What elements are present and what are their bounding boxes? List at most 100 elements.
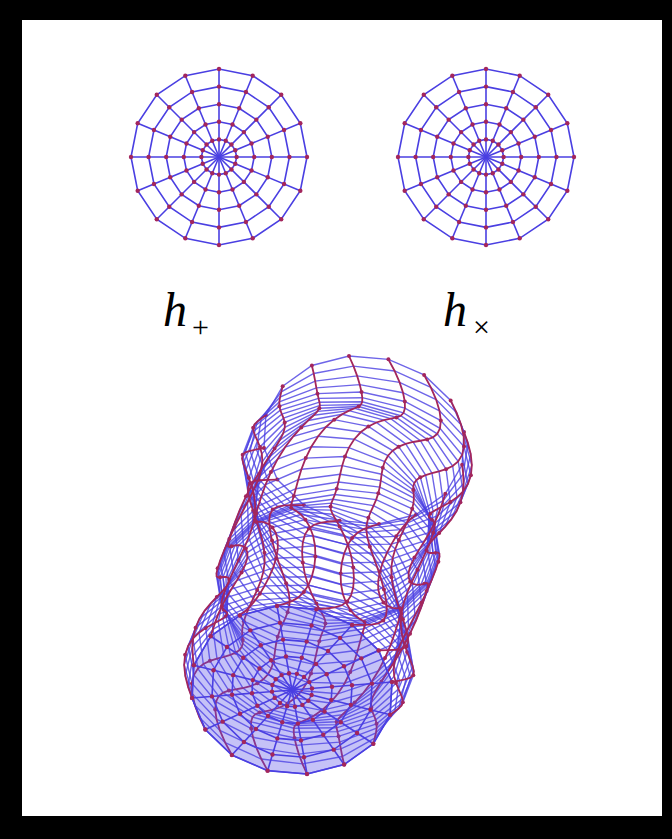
spoke bbox=[219, 95, 281, 157]
mesh-node bbox=[220, 719, 224, 723]
mesh-node bbox=[287, 155, 291, 159]
mesh-node bbox=[167, 205, 171, 209]
mesh-node bbox=[496, 167, 500, 171]
mesh-node bbox=[349, 703, 353, 707]
mesh-node bbox=[402, 188, 406, 192]
mesh-node bbox=[135, 121, 139, 125]
ring bbox=[149, 87, 290, 228]
mesh-node bbox=[484, 67, 488, 71]
mesh-node bbox=[270, 689, 274, 693]
mesh-node bbox=[183, 73, 187, 77]
ring bbox=[184, 122, 254, 192]
mesh-node bbox=[257, 666, 261, 670]
spoke bbox=[157, 95, 219, 157]
panel bbox=[22, 20, 662, 816]
mesh-node bbox=[182, 155, 186, 159]
tube-line bbox=[211, 386, 285, 636]
mesh-node bbox=[468, 148, 472, 152]
mesh-node bbox=[484, 172, 488, 176]
mesh-node bbox=[282, 128, 286, 132]
mesh-node bbox=[396, 155, 400, 159]
spoke bbox=[486, 157, 548, 219]
mesh-node bbox=[342, 763, 346, 767]
mesh-node bbox=[521, 117, 525, 121]
mesh-node bbox=[554, 155, 558, 159]
mesh-node bbox=[244, 90, 248, 94]
mesh-node bbox=[299, 738, 303, 742]
mesh-node bbox=[504, 106, 508, 110]
spoke bbox=[486, 156, 574, 158]
mesh-node bbox=[388, 713, 392, 717]
mesh-node bbox=[521, 192, 525, 196]
mesh-node bbox=[305, 772, 309, 776]
ring bbox=[232, 640, 352, 741]
mesh-node bbox=[190, 90, 194, 94]
mesh-node bbox=[275, 604, 279, 608]
mesh-node bbox=[422, 93, 426, 97]
mesh-node bbox=[519, 155, 523, 159]
mesh-node bbox=[326, 649, 330, 653]
mesh-node bbox=[250, 236, 254, 240]
spoke bbox=[485, 157, 487, 245]
mesh-node bbox=[210, 171, 214, 175]
mesh-node bbox=[496, 142, 500, 146]
mesh-node bbox=[233, 162, 237, 166]
mesh-node bbox=[322, 709, 326, 713]
mesh-node bbox=[324, 672, 328, 676]
mesh-node bbox=[270, 752, 274, 756]
mesh-node bbox=[501, 155, 505, 159]
mesh-node bbox=[238, 613, 242, 617]
mesh-node bbox=[217, 67, 221, 71]
ring bbox=[398, 69, 574, 245]
tube-line bbox=[379, 400, 464, 650]
mesh-node bbox=[270, 155, 274, 159]
mesh-node bbox=[314, 607, 318, 611]
mesh-node bbox=[155, 93, 159, 97]
mesh-node bbox=[342, 664, 346, 668]
ring bbox=[416, 87, 557, 228]
mesh-node bbox=[255, 704, 259, 708]
mesh-node bbox=[278, 621, 282, 625]
mesh-node bbox=[225, 645, 229, 649]
mesh-node bbox=[242, 180, 246, 184]
mesh-node bbox=[208, 634, 212, 638]
mesh-node bbox=[330, 685, 334, 689]
mesh-node bbox=[314, 662, 318, 666]
mesh-node bbox=[342, 762, 346, 766]
mesh-node bbox=[468, 162, 472, 166]
mesh-node bbox=[190, 696, 194, 700]
tube-line bbox=[277, 356, 362, 606]
mesh-node bbox=[549, 182, 553, 186]
mesh-node bbox=[534, 105, 538, 109]
mesh-node bbox=[390, 680, 394, 684]
mesh-node bbox=[509, 130, 513, 134]
mesh-node bbox=[300, 656, 304, 660]
mesh-node bbox=[302, 675, 306, 679]
mesh-node bbox=[491, 139, 495, 143]
mesh-node bbox=[238, 712, 242, 716]
mesh-node bbox=[466, 155, 470, 159]
mesh-node bbox=[350, 623, 354, 627]
mesh-node bbox=[491, 171, 495, 175]
mesh-node bbox=[230, 122, 234, 126]
mesh-node bbox=[168, 135, 172, 139]
mesh-node bbox=[298, 121, 302, 125]
mesh-node bbox=[135, 188, 139, 192]
mesh-node bbox=[457, 90, 461, 94]
mesh-node bbox=[238, 613, 242, 617]
mesh-node bbox=[167, 105, 171, 109]
ring bbox=[433, 104, 539, 210]
mesh-node bbox=[278, 701, 282, 705]
mesh-node bbox=[377, 648, 381, 652]
mesh-node bbox=[230, 693, 234, 697]
mesh-node bbox=[310, 686, 314, 690]
mesh-node bbox=[309, 693, 313, 697]
mesh-node bbox=[422, 217, 426, 221]
mesh-node bbox=[533, 135, 537, 139]
mesh-node bbox=[533, 175, 537, 179]
spoke bbox=[486, 95, 548, 157]
mesh-node bbox=[329, 698, 333, 702]
mesh-node bbox=[390, 680, 394, 684]
spoke bbox=[218, 157, 220, 245]
mesh-node bbox=[565, 121, 569, 125]
